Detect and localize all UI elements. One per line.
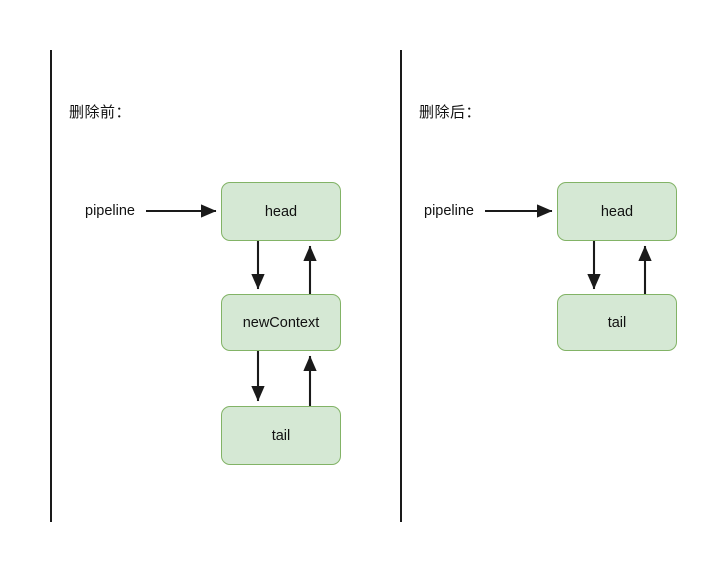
divider-line-left <box>50 50 52 522</box>
panel-title-after: 删除后： <box>419 104 482 121</box>
node-head-after[interactable]: head <box>557 182 677 241</box>
node-tail-before[interactable]: tail <box>221 406 341 465</box>
node-tail-after[interactable]: tail <box>557 294 677 351</box>
node-label: newContext <box>242 314 320 331</box>
divider-line-right <box>400 50 402 522</box>
node-head-before[interactable]: head <box>221 182 341 241</box>
entry-label-pipeline-after: pipeline <box>424 203 474 219</box>
node-newcontext-before[interactable]: newContext <box>221 294 341 351</box>
panel-title-before: 删除前： <box>69 104 132 121</box>
node-label: head <box>600 203 634 220</box>
entry-label-pipeline-before: pipeline <box>85 203 135 219</box>
node-label: head <box>264 203 298 220</box>
node-label: tail <box>607 314 627 331</box>
node-label: tail <box>271 427 291 444</box>
